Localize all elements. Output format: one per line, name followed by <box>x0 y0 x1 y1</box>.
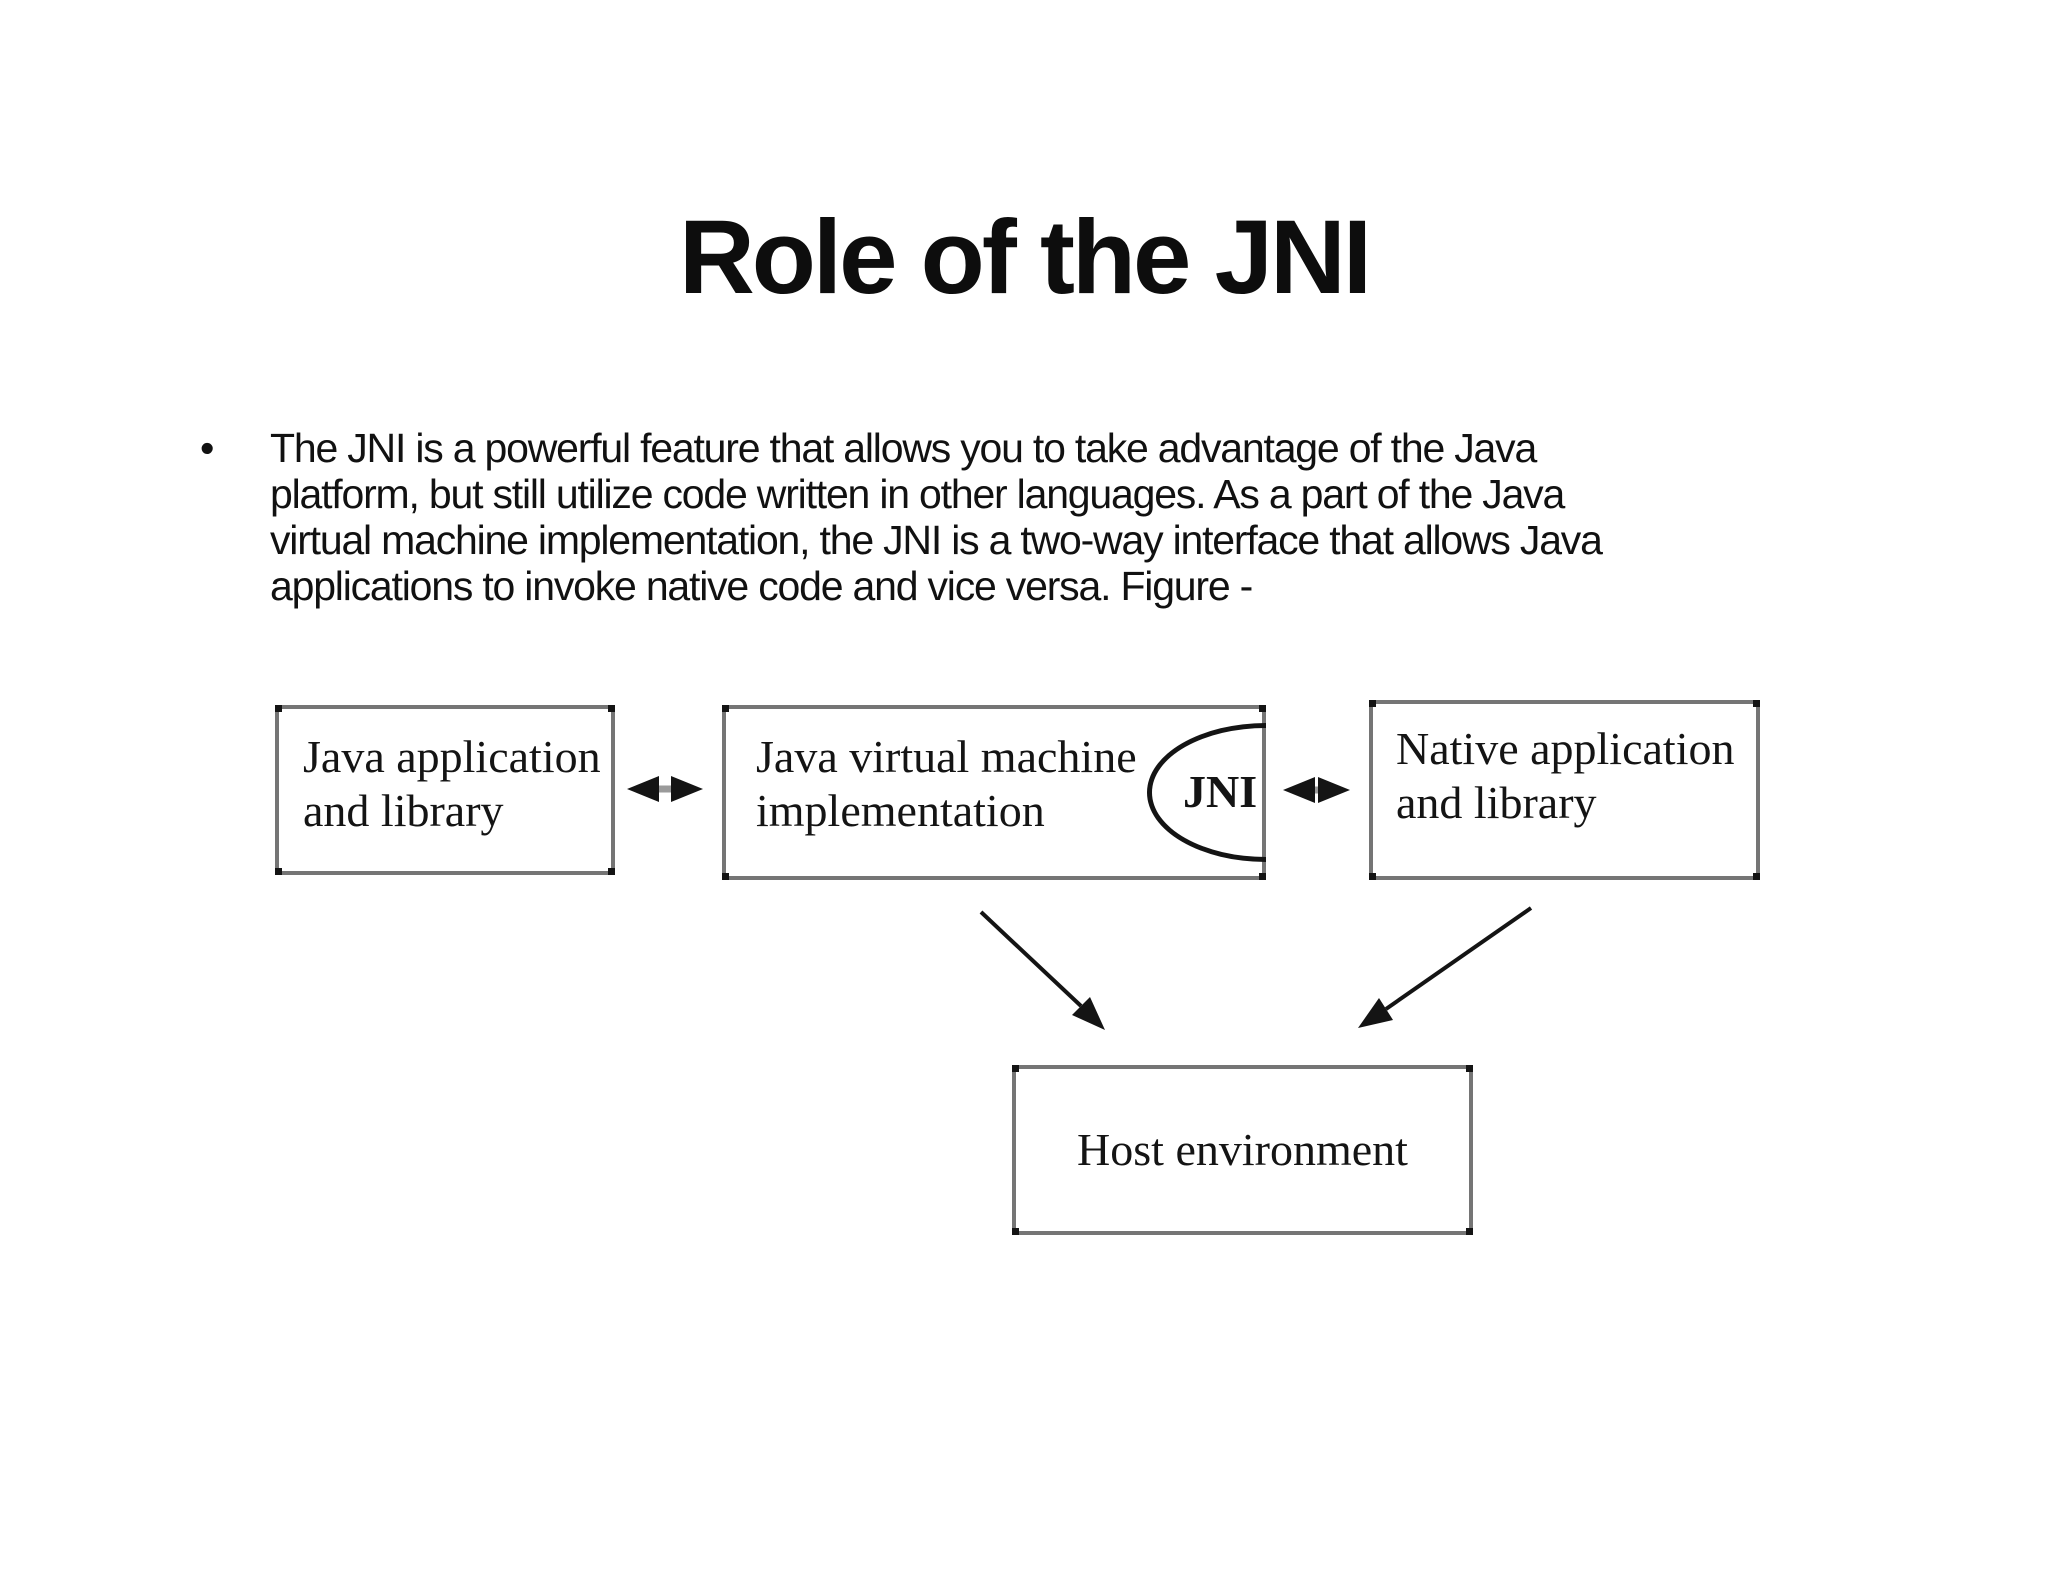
corner-dot <box>1259 705 1266 712</box>
arrow-native-to-host <box>1358 906 1533 1028</box>
native-application-box: Native application and library <box>1369 700 1760 880</box>
corner-dot <box>608 868 615 875</box>
host-environment-box: Host environment <box>1012 1065 1473 1235</box>
body-line-3: virtual machine implementation, the JNI … <box>270 517 1603 563</box>
bullet-paragraph: The JNI is a powerful feature that allow… <box>270 425 1830 609</box>
corner-dot <box>1259 873 1266 880</box>
java-application-box-line2: and library <box>303 785 504 836</box>
host-box-label: Host environment <box>1077 1124 1408 1175</box>
jvm-box-line2: implementation <box>756 785 1045 836</box>
corner-dot <box>1466 1065 1473 1072</box>
corner-dot <box>1369 700 1376 707</box>
double-arrow-left <box>627 776 703 802</box>
double-arrow-right <box>1283 777 1350 803</box>
arrow-jvm-to-host <box>979 910 1105 1030</box>
body-line-1: The JNI is a powerful feature that allow… <box>270 425 1537 471</box>
jni-oval-label: JNI <box>1183 766 1258 817</box>
bullet-marker: • <box>200 425 215 471</box>
corner-dot <box>1753 873 1760 880</box>
body-line-2: platform, but still utilize code written… <box>270 471 1565 517</box>
corner-dot <box>1369 873 1376 880</box>
native-box-line1: Native application <box>1396 723 1735 774</box>
native-box-line2: and library <box>1396 777 1597 828</box>
java-application-box: Java application and library <box>275 705 615 875</box>
corner-dot <box>722 705 729 712</box>
body-line-4: applications to invoke native code and v… <box>270 563 1253 609</box>
jvm-box-line1: Java virtual machine <box>756 731 1137 782</box>
corner-dot <box>275 868 282 875</box>
page-title: Role of the JNI <box>678 199 1372 316</box>
corner-dot <box>1012 1228 1019 1235</box>
corner-dot <box>1012 1065 1019 1072</box>
java-application-box-line1: Java application <box>303 731 601 782</box>
corner-dot <box>1466 1228 1473 1235</box>
corner-dot <box>1753 700 1760 707</box>
corner-dot <box>275 705 282 712</box>
corner-dot <box>722 873 729 880</box>
corner-dot <box>608 705 615 712</box>
